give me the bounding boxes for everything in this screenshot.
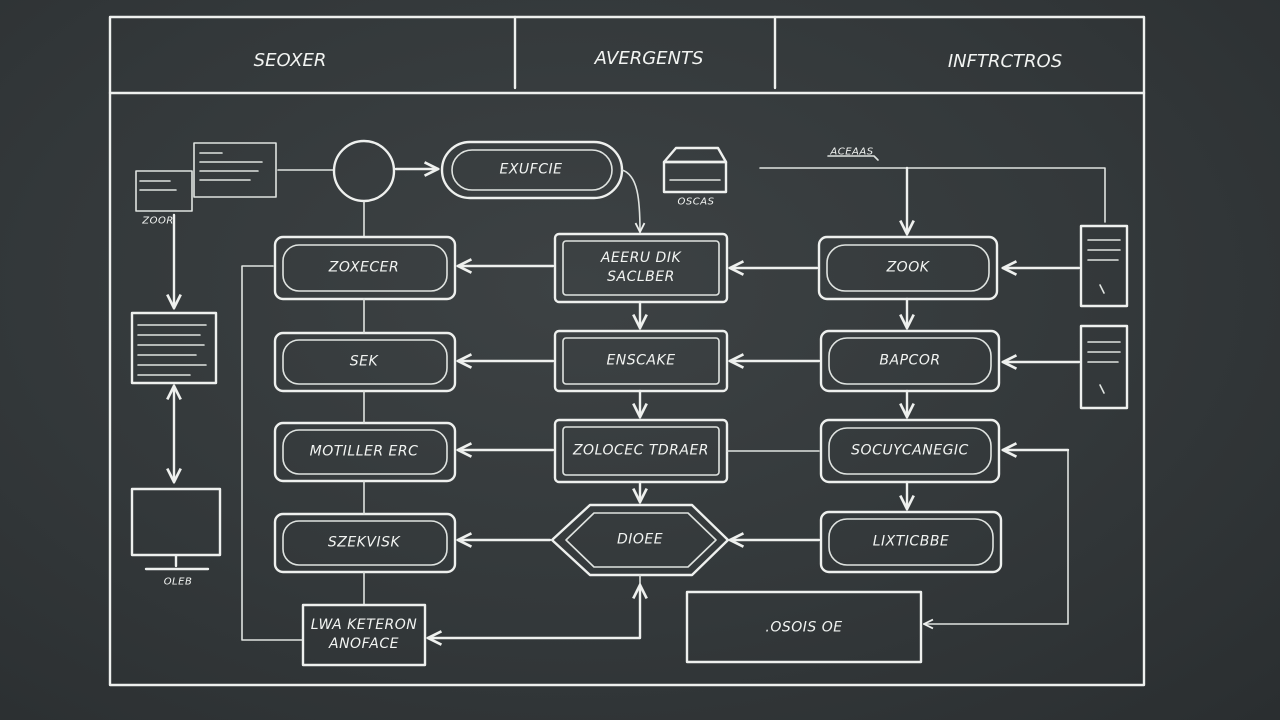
connector xyxy=(759,167,1106,223)
start-circle-node xyxy=(332,139,396,203)
left-box-2 xyxy=(273,331,457,393)
arrow xyxy=(428,585,640,638)
left-box-4 xyxy=(273,512,457,574)
mid-box-1-line-2: SACLBER xyxy=(607,269,675,285)
bottom-right-box xyxy=(685,590,923,664)
feedback-line xyxy=(241,265,303,641)
computer-label: ZOOR xyxy=(142,215,174,227)
header-col-2-label: AVERGENTS xyxy=(594,47,704,69)
document-panel xyxy=(130,311,218,385)
right-box-3 xyxy=(819,418,1001,484)
window-icon-large xyxy=(193,142,277,198)
right-box-4 xyxy=(819,510,1003,574)
mid-box-2-label: ENSCAKE xyxy=(606,352,676,369)
left-box-1 xyxy=(273,235,457,301)
bottom-box-line-2: ANOFACE xyxy=(329,636,399,652)
left-box-4-label: SZEKVISK xyxy=(327,534,401,551)
mid-hexagon-label: DIOEE xyxy=(616,531,664,548)
right-box-1-label: ZOOK xyxy=(886,259,930,276)
server-icon-2 xyxy=(1079,324,1129,410)
left-box-1-label: ZOXECER xyxy=(328,259,400,276)
mid-box-1-label: AEERU DIK SACLBER xyxy=(601,249,681,287)
tab-line xyxy=(827,155,879,161)
drive-icon xyxy=(662,146,728,194)
feedback-line xyxy=(924,449,1069,624)
right-box-2 xyxy=(819,329,1001,393)
bottom-box-label: LWA KETERON ANOFACE xyxy=(311,616,418,654)
header-col-1-label: SEOXER xyxy=(253,49,327,71)
bottom-box xyxy=(301,603,427,667)
arrow xyxy=(621,169,640,232)
server-icon-1 xyxy=(1079,224,1129,308)
mid-box-1-line-1: AEERU DIK xyxy=(600,250,682,267)
mid-box-3-label: ZOLOCEC TDRAER xyxy=(572,442,710,459)
drive-label: OSCAS xyxy=(677,196,715,208)
right-box-3-label: SOCUYCANEGIC xyxy=(851,442,969,459)
tab-label: ACEAAS xyxy=(830,146,874,158)
right-box-4-label: LIXTICBBE xyxy=(872,533,950,550)
left-box-3-label: MOTILLER ERC xyxy=(309,443,419,460)
top-pill-label: EXUFCIE xyxy=(499,161,563,178)
window-icon-small xyxy=(135,170,193,212)
right-box-2-label: BAPCOR xyxy=(879,352,941,369)
bottom-box-line-1: LWA KETERON xyxy=(310,617,418,634)
mid-hexagon xyxy=(550,503,730,577)
monitor-label: OLEB xyxy=(163,576,193,588)
outer-frame xyxy=(108,15,1146,687)
bottom-right-box-label: .OSOIS OE xyxy=(765,619,843,636)
monitor-icon xyxy=(130,487,222,571)
header-col-3-label: INFTRCTROS xyxy=(947,50,1063,72)
left-box-3 xyxy=(273,421,457,483)
left-box-2-label: SEK xyxy=(349,353,379,370)
